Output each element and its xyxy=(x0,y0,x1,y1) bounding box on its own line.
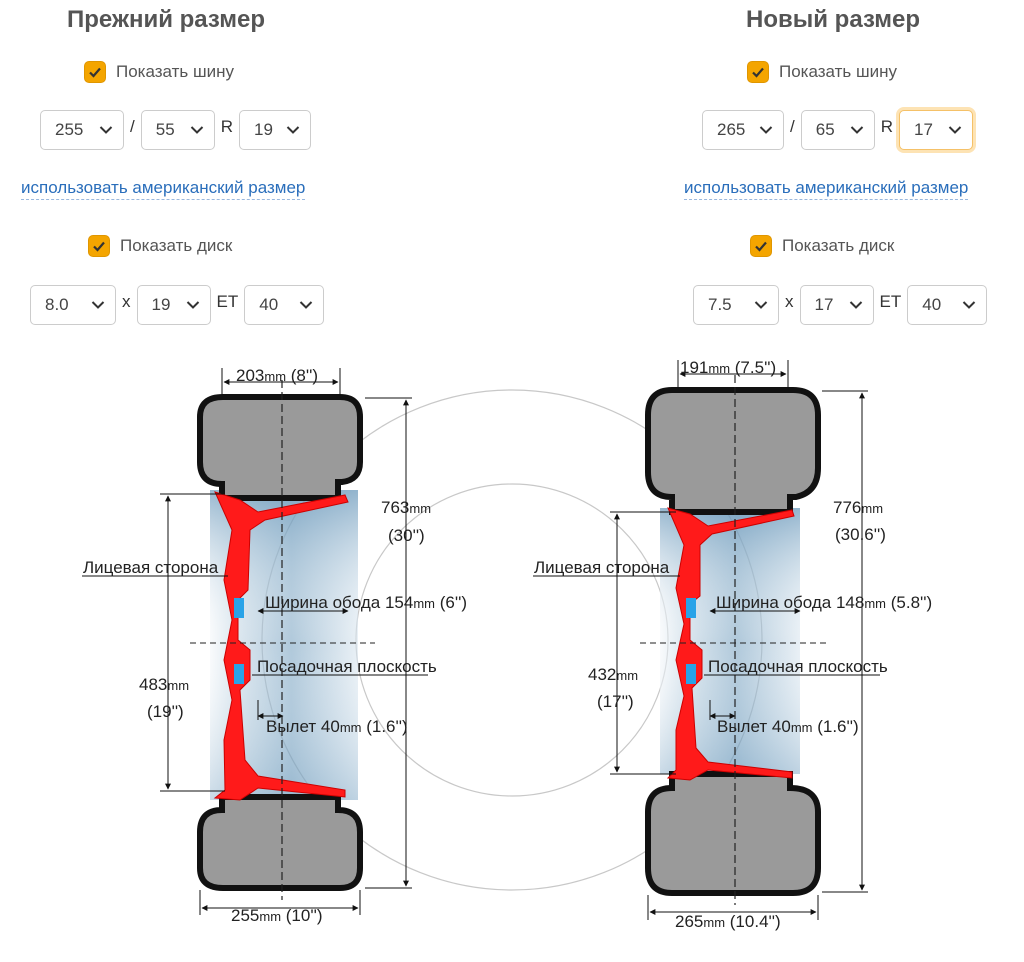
new-tire-width-select[interactable]: 265 xyxy=(702,110,784,150)
et-label: ET xyxy=(216,292,239,311)
et-label: ET xyxy=(879,292,902,311)
old-size-title: Прежний размер xyxy=(67,6,266,33)
chevron-down-icon xyxy=(286,126,300,134)
old-height-inch-text: (30'') xyxy=(388,526,425,545)
new-american-size-link[interactable]: использовать американский размер xyxy=(684,178,969,200)
old-disc-et-value: 40 xyxy=(259,295,279,314)
old-face-label: Лицевая сторона xyxy=(83,558,219,577)
new-show-tire-label: Показать шину xyxy=(779,62,898,81)
new-rim-width-text: Ширина обода 148mm (5.8'') xyxy=(716,593,932,612)
old-disc-size-row: 8.0 x 19 ET 40 xyxy=(30,285,325,325)
old-tire-diameter-value: 19 xyxy=(254,120,273,139)
old-tire-diameter-select[interactable]: 19 xyxy=(239,110,312,150)
new-face-label: Лицевая сторона xyxy=(534,558,670,577)
slash-separator: / xyxy=(790,117,795,136)
new-top-width-text: 191mm (7.5'') xyxy=(680,358,776,377)
x-separator: x xyxy=(122,292,131,311)
new-rim-profile xyxy=(666,507,795,781)
old-rim-diam-inch-text: (19'') xyxy=(147,702,184,721)
new-show-disc-label: Показать диск xyxy=(782,236,895,255)
check-icon[interactable] xyxy=(750,235,772,257)
old-show-tire-label: Показать шину xyxy=(116,62,235,81)
new-offset-text: Вылет 40mm (1.6'') xyxy=(717,717,859,736)
check-icon[interactable] xyxy=(747,61,769,83)
r-separator: R xyxy=(220,117,234,136)
new-size-title: Новый размер xyxy=(746,6,921,33)
old-height-text: 763mm xyxy=(381,498,431,517)
old-disc-diameter-select[interactable]: 19 xyxy=(136,285,211,325)
x-separator: x xyxy=(785,292,794,311)
old-disc-width-select[interactable]: 8.0 xyxy=(30,285,116,325)
new-disc-et-value: 40 xyxy=(922,295,942,314)
new-tire-profile-select[interactable]: 65 xyxy=(800,110,875,150)
new-tire-width-value: 265 xyxy=(717,120,746,139)
old-rim-width-text: Ширина обода 154mm (6'') xyxy=(265,593,467,612)
new-tire-diameter-value: 17 xyxy=(914,120,933,139)
new-disc-et-select[interactable]: 40 xyxy=(907,285,988,325)
new-disc-diameter-select[interactable]: 17 xyxy=(799,285,874,325)
new-hub-bottom xyxy=(686,664,696,684)
new-height-text: 776mm xyxy=(833,498,883,517)
new-hub-top xyxy=(686,598,696,618)
check-icon[interactable] xyxy=(84,61,106,83)
new-disc-diameter-value: 17 xyxy=(814,295,834,314)
old-show-tire-toggle[interactable]: Показать шину xyxy=(84,61,234,83)
old-american-size-link[interactable]: использовать американский размер xyxy=(21,178,306,200)
old-rim-profile xyxy=(213,491,349,801)
old-disc-width-value: 8.0 xyxy=(45,295,69,314)
old-bottom-width-text: 255mm (10'') xyxy=(231,906,323,925)
new-show-tire-toggle[interactable]: Показать шину xyxy=(747,61,897,83)
old-mount-label: Посадочная плоскость xyxy=(257,657,437,676)
old-hub-top xyxy=(234,598,244,618)
old-tire-profile-select[interactable]: 55 xyxy=(140,110,215,150)
old-wheel-drawing: 203mm (8'') 763mm (30'') Лицевая сторона… xyxy=(82,366,467,925)
chevron-down-icon xyxy=(186,301,199,309)
chevron-down-icon xyxy=(948,126,962,134)
check-icon[interactable] xyxy=(88,235,110,257)
new-tire-top xyxy=(645,387,821,515)
new-show-disc-toggle[interactable]: Показать диск xyxy=(750,235,894,257)
chevron-down-icon xyxy=(91,301,105,309)
chevron-down-icon xyxy=(759,126,773,134)
r-separator: R xyxy=(880,117,894,136)
old-disc-et-select[interactable]: 40 xyxy=(244,285,325,325)
chevron-down-icon xyxy=(850,126,863,134)
chevron-down-icon xyxy=(190,126,203,134)
old-top-width-text: 203mm (8'') xyxy=(236,366,318,385)
old-hub-bottom xyxy=(234,664,244,684)
old-disc-diameter-value: 19 xyxy=(151,295,171,314)
new-tire-size-row: 265 / 65 R 17 xyxy=(702,110,974,150)
old-offset-text: Вылет 40mm (1.6'') xyxy=(266,717,408,736)
old-show-disc-toggle[interactable]: Показать диск xyxy=(88,235,232,257)
chevron-down-icon xyxy=(963,301,976,309)
new-wheel-drawing: 191mm (7.5'') 776mm (30.6'') Лицевая сто… xyxy=(533,358,932,931)
old-tire-bottom xyxy=(197,794,363,891)
new-disc-width-value: 7.5 xyxy=(708,295,732,314)
new-rim-diam-inch-text: (17'') xyxy=(597,692,634,711)
chevron-down-icon xyxy=(849,301,862,309)
new-height-inch-text: (30.6'') xyxy=(835,525,886,544)
old-tire-width-select[interactable]: 255 xyxy=(40,110,124,150)
chevron-down-icon xyxy=(99,126,113,134)
old-rim-diam-text: 483mm xyxy=(139,675,189,694)
new-tire-profile-value: 65 xyxy=(815,120,835,139)
new-rim-diam-text: 432mm xyxy=(588,665,638,684)
old-show-disc-label: Показать диск xyxy=(120,236,233,255)
old-tire-size-row: 255 / 55 R 19 xyxy=(40,110,312,150)
old-tire-width-value: 255 xyxy=(55,120,84,139)
new-bottom-width-text: 265mm (10.4'') xyxy=(675,912,781,931)
new-tire-bottom xyxy=(645,771,821,896)
slash-separator: / xyxy=(130,117,135,136)
new-disc-width-select[interactable]: 7.5 xyxy=(693,285,779,325)
chevron-down-icon xyxy=(754,301,768,309)
new-disc-size-row: 7.5 x 17 ET 40 xyxy=(693,285,988,325)
new-tire-diameter-select[interactable]: 17 xyxy=(899,110,974,150)
old-tire-profile-value: 55 xyxy=(155,120,175,139)
old-tire-top xyxy=(197,394,363,501)
chevron-down-icon xyxy=(300,301,313,309)
new-mount-label: Посадочная плоскость xyxy=(708,657,888,676)
